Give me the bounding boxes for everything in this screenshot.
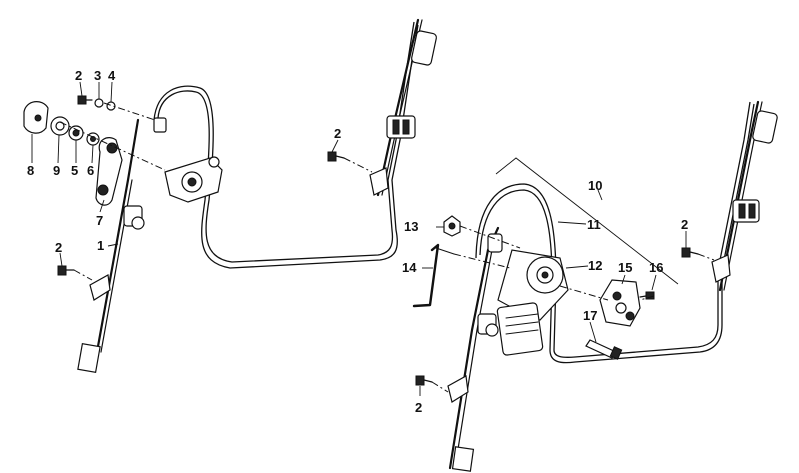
label-2-left-lower: 2	[55, 240, 62, 255]
left-guide-rail-rear	[369, 18, 437, 197]
leader-lines	[31, 81, 687, 396]
label-14: 14	[402, 260, 417, 275]
left-small-parts	[23, 95, 123, 206]
label-15: 15	[618, 260, 632, 275]
label-17: 17	[583, 308, 597, 323]
label-16: 16	[649, 260, 663, 275]
part-labels: 1 2 3 4 8 9 5 6 7 2 2 10 11 13 14 12 15 …	[27, 68, 688, 415]
label-8: 8	[27, 163, 34, 178]
label-2-right-lower: 2	[415, 400, 422, 415]
bolt-left-rear	[327, 151, 373, 173]
label-12: 12	[588, 258, 602, 273]
label-2-left-rear: 2	[334, 126, 341, 141]
label-6: 6	[87, 163, 94, 178]
label-4: 4	[108, 68, 116, 83]
label-2-top-left: 2	[75, 68, 82, 83]
label-2-right-top: 2	[681, 217, 688, 232]
left-cable-loop	[153, 21, 419, 269]
bolt-17	[585, 339, 623, 360]
right-guide-rail-rear	[711, 100, 778, 292]
left-regulator-assembly	[23, 18, 437, 374]
bolt-right-top	[681, 247, 715, 261]
crank-handle-14	[412, 243, 455, 308]
electric-motor-12	[496, 249, 569, 356]
left-drive-unit	[153, 117, 223, 203]
label-13: 13	[404, 219, 418, 234]
label-11: 11	[587, 217, 601, 232]
right-regulator-assembly	[412, 100, 778, 472]
label-3: 3	[94, 68, 101, 83]
label-10: 10	[588, 178, 602, 193]
label-7: 7	[96, 213, 103, 228]
bolt-16	[639, 291, 655, 300]
label-9: 9	[53, 163, 60, 178]
nut-13	[443, 215, 461, 237]
bolt-right-lower	[415, 375, 449, 393]
bolt-left-lower	[57, 265, 93, 281]
left-guide-rail-front	[77, 118, 145, 374]
label-5: 5	[71, 163, 78, 178]
label-1: 1	[97, 238, 104, 253]
right-guide-rail-front	[447, 226, 503, 472]
bracket-15	[599, 279, 641, 327]
